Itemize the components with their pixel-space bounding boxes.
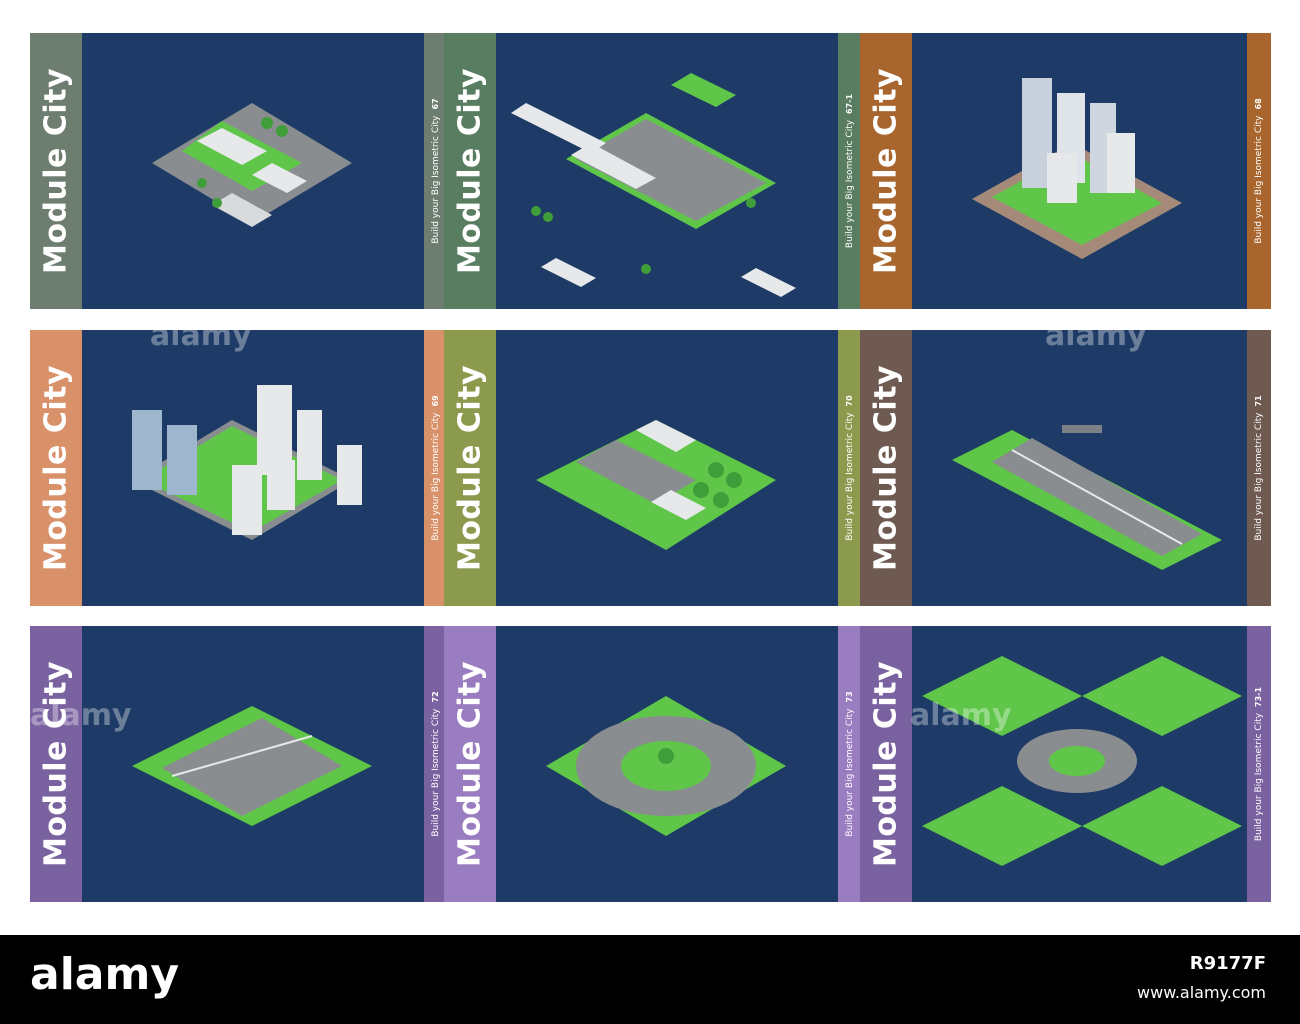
isometric-scene xyxy=(912,626,1247,902)
card-number: 68 xyxy=(1254,98,1263,110)
module-card: Module City Build your Big Isometric Cit… xyxy=(30,626,448,902)
image-id: R9177F xyxy=(1189,953,1266,974)
card-subtitle: Build your Big Isometric City xyxy=(431,115,441,244)
row-3: Module City Build your Big Isometric Cit… xyxy=(30,626,1271,902)
isometric-scene xyxy=(496,626,838,902)
site-url: www.alamy.com xyxy=(1137,983,1266,1002)
card-subtitle: Build your Big Isometric City xyxy=(845,708,855,837)
card-title-band: Module City xyxy=(30,626,82,902)
card-title: Module City xyxy=(868,67,904,275)
card-title-band: Module City xyxy=(30,33,82,309)
card-number: 71 xyxy=(1254,395,1263,407)
card-subtitle-band: Build your Big Isometric City 73-1 xyxy=(1247,626,1271,902)
card-subtitle-band: Build your Big Isometric City 71 xyxy=(1247,330,1271,606)
card-title: Module City xyxy=(452,660,488,868)
watermark: alamy xyxy=(1045,318,1147,353)
module-card: Module City Build your Big Isometric Cit… xyxy=(444,33,862,309)
card-number: 70 xyxy=(845,395,854,407)
card-subtitle: Build your Big Isometric City xyxy=(431,412,441,541)
module-card: Module City Build your Big Isometric Cit… xyxy=(444,626,862,902)
card-title-band: Module City xyxy=(444,330,496,606)
module-card: Module City Build your Big Isometric Cit… xyxy=(860,330,1271,606)
footer-bar: alamy R9177F www.alamy.com xyxy=(0,935,1300,1024)
card-number: 72 xyxy=(431,691,440,703)
row-1: Module City Build your Big Isometric Cit… xyxy=(30,33,1271,309)
card-title-band: Module City xyxy=(444,626,496,902)
card-title: Module City xyxy=(452,67,488,275)
brand-logo: alamy xyxy=(30,949,179,1000)
card-subtitle: Build your Big Isometric City xyxy=(845,119,855,249)
isometric-scene xyxy=(496,33,838,309)
card-number: 73 xyxy=(845,691,854,703)
isometric-scene xyxy=(82,33,424,309)
module-card: Module City Build your Big Isometric Cit… xyxy=(30,33,448,309)
module-card: Module City Build your Big Isometric Cit… xyxy=(860,33,1271,309)
row-2: Module City Build your Big Isometric Cit… xyxy=(30,330,1271,606)
watermark: alamy xyxy=(910,698,1012,733)
card-title: Module City xyxy=(452,364,488,572)
card-title: Module City xyxy=(38,660,74,868)
module-card: Module City Build your Big Isometric Cit… xyxy=(30,330,448,606)
card-title: Module City xyxy=(868,364,904,572)
card-title: Module City xyxy=(38,364,74,572)
card-number: 69 xyxy=(431,395,440,407)
card-subtitle: Build your Big Isometric City xyxy=(1254,115,1264,244)
card-subtitle: Build your Big Isometric City xyxy=(1254,412,1264,541)
card-title-band: Module City xyxy=(30,330,82,606)
isometric-scene xyxy=(82,626,424,902)
card-subtitle: Build your Big Isometric City xyxy=(1254,712,1264,842)
card-title-band: Module City xyxy=(444,33,496,309)
module-card: Module City Build your Big Isometric Cit… xyxy=(444,330,862,606)
isometric-scene xyxy=(82,330,424,606)
card-title-band: Module City xyxy=(860,626,912,902)
card-subtitle: Build your Big Isometric City xyxy=(431,708,441,837)
card-subtitle-band: Build your Big Isometric City 67-1 xyxy=(838,33,862,309)
card-subtitle: Build your Big Isometric City xyxy=(845,412,855,541)
watermark: alamy xyxy=(30,698,132,733)
isometric-scene xyxy=(912,330,1247,606)
card-title-band: Module City xyxy=(860,33,912,309)
card-subtitle-band: Build your Big Isometric City 73 xyxy=(838,626,862,902)
module-card: Module City Build your Big Isometric Cit… xyxy=(860,626,1271,902)
card-number: 67-1 xyxy=(845,93,854,114)
card-number: 67 xyxy=(431,98,440,110)
card-title: Module City xyxy=(38,67,74,275)
card-subtitle-band: Build your Big Isometric City 70 xyxy=(838,330,862,606)
isometric-scene xyxy=(496,330,838,606)
card-number: 73-1 xyxy=(1254,686,1263,707)
isometric-scene xyxy=(912,33,1247,309)
watermark: alamy xyxy=(150,318,252,353)
card-title-band: Module City xyxy=(860,330,912,606)
card-title: Module City xyxy=(868,660,904,868)
card-subtitle-band: Build your Big Isometric City 68 xyxy=(1247,33,1271,309)
